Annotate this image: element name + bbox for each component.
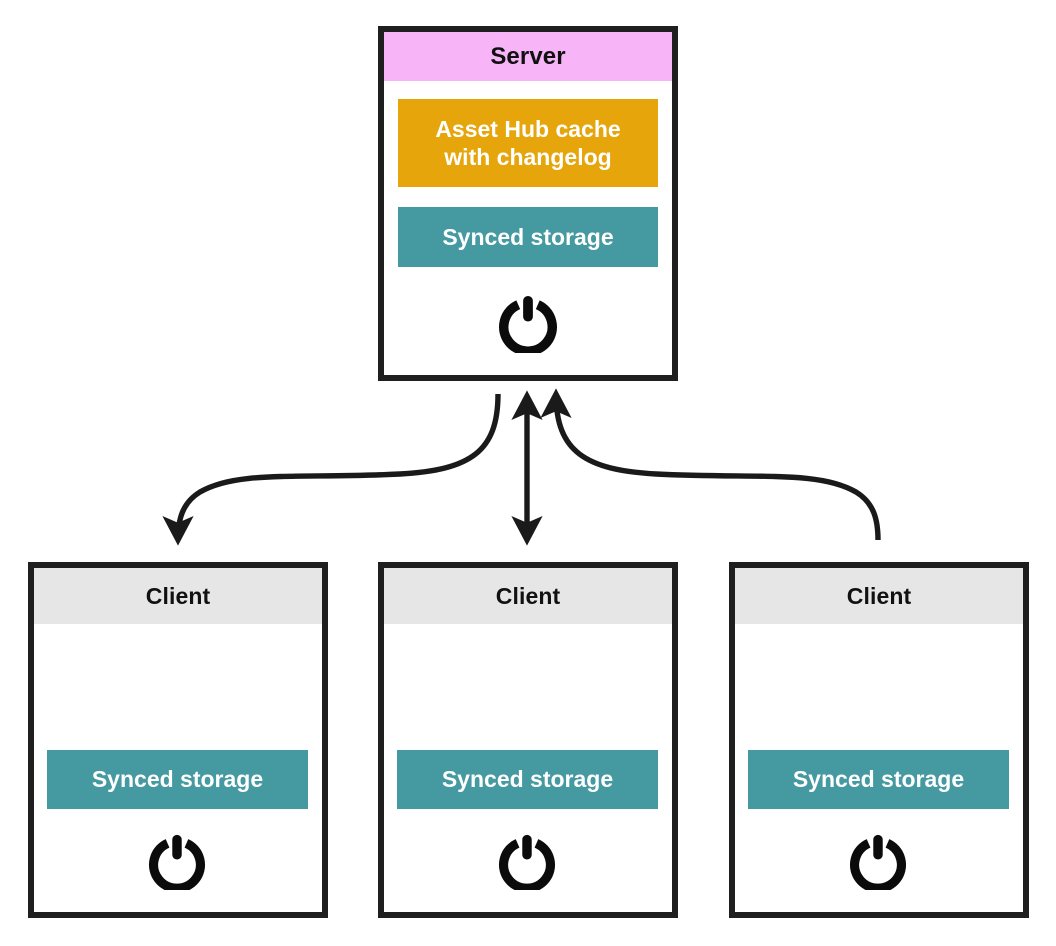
client-1-header: Client bbox=[34, 568, 322, 624]
power-icon[interactable] bbox=[498, 832, 556, 893]
client-1-body: Synced storage bbox=[34, 624, 322, 912]
client-node-2[interactable]: Client Synced storage bbox=[378, 562, 678, 918]
power-icon[interactable] bbox=[148, 832, 206, 893]
connector-server-to-client-1 bbox=[162, 393, 501, 546]
server-node[interactable]: Server Asset Hub cache with changelog Sy… bbox=[378, 26, 678, 381]
client-node-1[interactable]: Client Synced storage bbox=[28, 562, 328, 918]
client-node-3[interactable]: Client Synced storage bbox=[729, 562, 1029, 918]
client-3-header: Client bbox=[735, 568, 1023, 624]
client-2-header: Client bbox=[384, 568, 672, 624]
connector-client-3-to-server bbox=[540, 388, 881, 541]
power-icon[interactable] bbox=[498, 293, 558, 356]
client-2-body: Synced storage bbox=[384, 624, 672, 912]
cache-label-line-2: with changelog bbox=[444, 144, 612, 170]
server-header: Server bbox=[384, 32, 672, 81]
server-synced-storage-block[interactable]: Synced storage bbox=[398, 207, 658, 267]
client-3-body: Synced storage bbox=[735, 624, 1023, 912]
cache-label-line-1: Asset Hub cache bbox=[435, 115, 621, 142]
server-body: Asset Hub cache with changelog Synced st… bbox=[384, 81, 672, 375]
asset-hub-cache-block[interactable]: Asset Hub cache with changelog bbox=[398, 99, 658, 187]
client-2-synced-storage-block[interactable]: Synced storage bbox=[397, 750, 658, 809]
asset-hub-cache-label: Asset Hub cache with changelog bbox=[435, 115, 620, 171]
power-icon[interactable] bbox=[849, 832, 907, 893]
client-1-synced-storage-block[interactable]: Synced storage bbox=[47, 750, 308, 809]
client-3-synced-storage-block[interactable]: Synced storage bbox=[748, 750, 1009, 809]
